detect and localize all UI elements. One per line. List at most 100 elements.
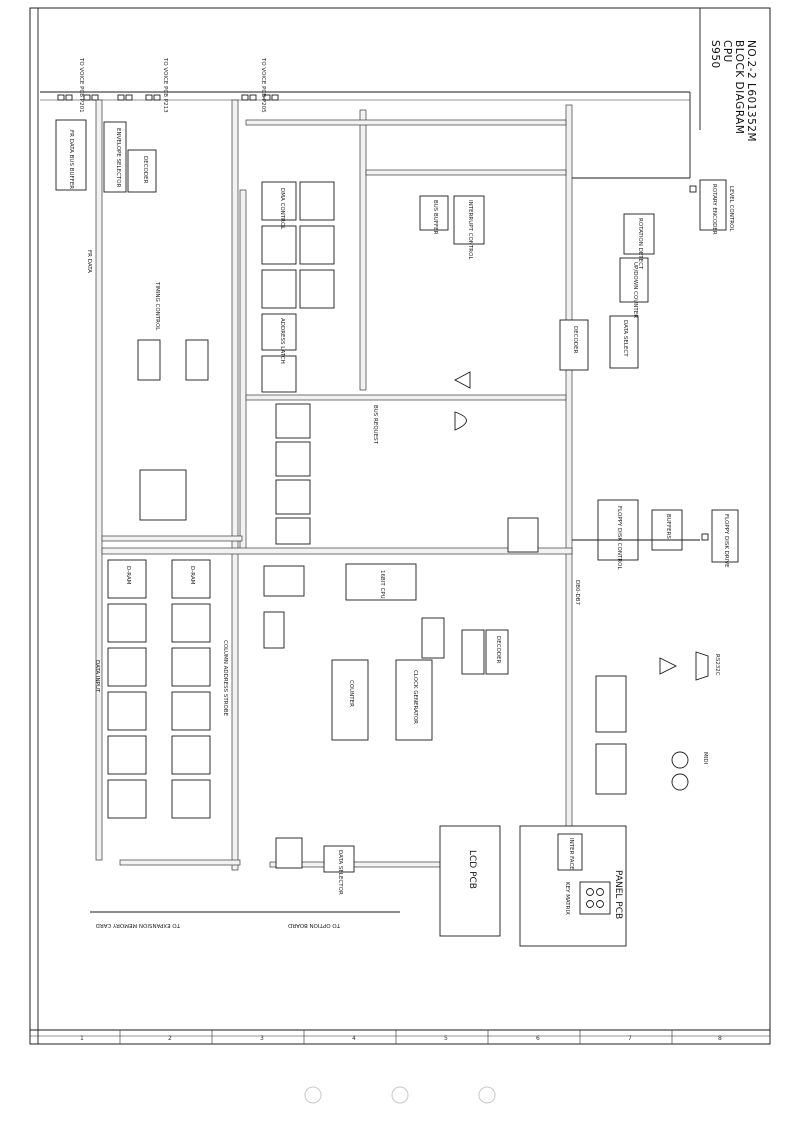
rotary-connector (689, 185, 697, 193)
timing-control-label-left: TIMING CONTROL (154, 281, 160, 331)
and-gate (454, 411, 467, 431)
key-matrix-switch-3 (586, 900, 594, 908)
title-diagram-type: BLOCK DIAGRAM (733, 40, 745, 134)
title-block: S950 CPU BLOCK DIAGRAM NO.2-2 L601352M (699, 8, 757, 142)
option-board-label: TO OPTION BOARD (288, 922, 341, 928)
floppy-connector (701, 533, 709, 541)
panel-pcb-label: PANEL PCB (613, 870, 623, 919)
zone-label-1: 1 (80, 1035, 84, 1042)
data-selector-label: DATA SELECTOR (337, 850, 343, 895)
voice-pcb-p205-label: TO VOICE PCB P205 (260, 57, 266, 113)
data-select (609, 315, 639, 369)
dma-control-label: DMA CONTROL (279, 188, 285, 230)
inverter-gate (454, 371, 471, 389)
data-select-label: DATA SELECT (622, 320, 628, 357)
bus-transceiver (507, 517, 539, 553)
db-bus-signal: DB0-DB7 (574, 580, 580, 606)
punch-hole-1 (304, 1086, 322, 1104)
key-matrix-switch-4 (596, 900, 604, 908)
interrupt-control-label: INTERRUPT CONTROL (467, 200, 473, 260)
cpu-16bit (345, 563, 417, 601)
midi-data-select (595, 675, 627, 733)
option-selector (275, 837, 303, 869)
interface-label: INTER FACE (568, 838, 574, 870)
voice-pcb-p201-label: TO VOICE PCB P201 (78, 57, 84, 113)
fr-data-bus-buffer-label: FR DATA BUS BUFFER (68, 130, 74, 189)
zone-label-6: 6 (536, 1035, 540, 1042)
dram-label-2: D-RAM (189, 566, 195, 585)
title-section: CPU (721, 40, 733, 63)
latch-small (263, 611, 285, 649)
rotation-detect (623, 213, 655, 255)
rotary-encoder-label: ROTARY ENCODER (711, 184, 717, 235)
dram-bank (107, 559, 211, 819)
decoder-mid-label: DECODER (495, 636, 501, 664)
key-matrix-label: KEY MATRIX (564, 882, 570, 915)
latch-selector (137, 339, 161, 381)
column-address-strobe-signal: COLUMN ADDRESS STROBE (222, 640, 228, 717)
key-matrix-switch-1 (586, 888, 594, 896)
rs232c-connector (695, 651, 709, 681)
decoder-mid-1 (461, 629, 485, 675)
up-down-counter-label: UP/DOWN COUNTER (632, 262, 638, 318)
address-data-buses (95, 99, 573, 886)
midi-in-port (671, 751, 689, 769)
envelope-selector-label: ENVELOPE SELECTOR (115, 128, 121, 188)
address-latch-column (275, 403, 311, 545)
rs232c-label: RS232C (714, 654, 720, 676)
d-flipflop (421, 617, 445, 659)
rotation-detect-label: ROTATION DETECT (637, 218, 643, 270)
interrupt-control (453, 195, 485, 245)
title-sheet-number: NO.2-2 L601352M (745, 40, 757, 142)
data-selector (323, 845, 355, 873)
mapping-register (263, 565, 305, 597)
lcd-pcb-label: LCD PCB (467, 850, 477, 889)
top-connector-strip (40, 91, 690, 101)
rs232-driver (659, 657, 678, 675)
interface (557, 833, 583, 871)
buffers (651, 509, 683, 551)
lcd-pcb (439, 825, 501, 937)
sheet-frame (29, 7, 771, 1045)
dma-control-stack (261, 181, 335, 393)
floppy-disk-drive-label: FLOPPY DISK DRIVE (723, 514, 729, 568)
decoder-right (559, 319, 589, 371)
decoder-top (127, 149, 157, 193)
data-select-lower (595, 743, 627, 795)
floppy-disk-drive (711, 509, 739, 563)
floppy-disk-control-label: FLOPPY DISK CONTROL (616, 506, 622, 570)
dram-label-1: D-RAM (125, 566, 131, 585)
zone-markers: 1 2 3 4 5 6 7 8 (80, 1030, 722, 1044)
counter (331, 659, 369, 741)
level-control-label: LEVEL CONTROL (728, 186, 734, 232)
counter-label: COUNTER (348, 680, 354, 707)
expansion-memory-card-label: TO EXPANSION MEMORY CARD (96, 922, 181, 928)
zone-label-4: 4 (352, 1035, 356, 1042)
midi-label: MIDI (702, 752, 708, 765)
zone-label-8: 8 (718, 1035, 722, 1042)
rotary-encoder (699, 179, 727, 231)
envelope-selector (103, 121, 127, 193)
decoder-right-label: DECODER (572, 326, 578, 354)
midi-out-port (671, 773, 689, 791)
clock-generator-label: CLOCK GENERATOR (412, 670, 418, 724)
clock-generator (395, 659, 433, 741)
bus-request-signal: BUS REQUEST (372, 405, 378, 445)
punch-hole-2 (391, 1086, 409, 1104)
zone-label-7: 7 (628, 1035, 632, 1042)
fr-data-signal: FR DATA (86, 250, 92, 273)
key-matrix (579, 881, 611, 915)
bus-buffer-label: BUS BUFFER (432, 200, 438, 235)
voice-pcb-p213-label: TO VOICE PCB P213 (162, 57, 168, 113)
title-model: S950 (709, 40, 721, 69)
data-buffer-left (139, 469, 187, 521)
floppy-disk-control (597, 499, 639, 561)
data-input-signal: DATA INPUT (94, 660, 100, 693)
decoder-top-label: DECODER (142, 156, 148, 184)
zone-label-5: 5 (444, 1035, 448, 1042)
bus-buffer (419, 195, 449, 231)
zone-label-3: 3 (260, 1035, 264, 1042)
up-down-counter (619, 257, 649, 303)
buffers-label: BUFFERS (665, 514, 671, 539)
